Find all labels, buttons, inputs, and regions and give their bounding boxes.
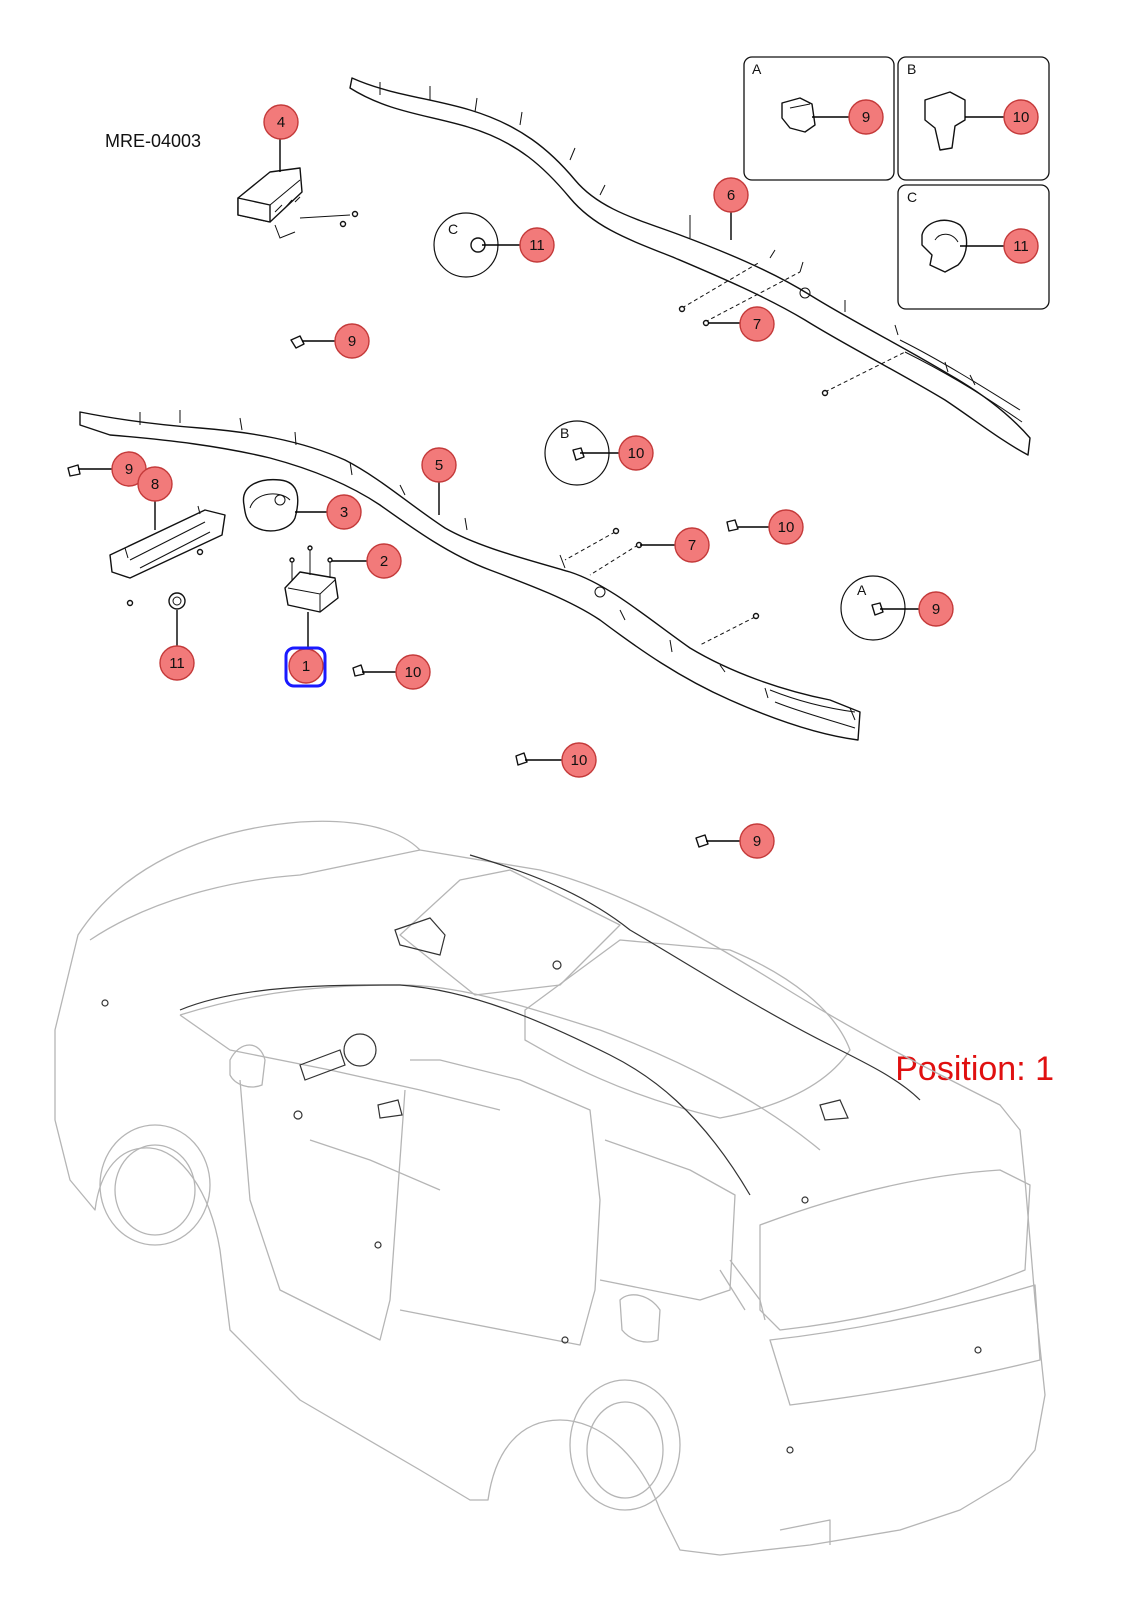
callout-11-detail-c[interactable]: 11 <box>519 227 555 263</box>
bolt-set-upper <box>678 261 906 397</box>
callout-10-lower[interactable]: 10 <box>395 654 431 690</box>
callout-7-upper[interactable]: 7 <box>739 306 775 342</box>
knee-airbag-module[interactable] <box>109 505 226 607</box>
svg-text:2: 2 <box>380 553 388 570</box>
callout-9-inset-a[interactable]: 9 <box>848 99 884 135</box>
sensor-10-lower[interactable] <box>352 664 365 677</box>
detail-letter-a: A <box>857 582 867 598</box>
curtain-airbag-upper[interactable] <box>349 77 1031 456</box>
svg-text:10: 10 <box>778 519 795 536</box>
detail-view-b: B <box>544 420 610 486</box>
detail-view-a: A <box>840 575 906 641</box>
callout-6[interactable]: 6 <box>713 177 749 213</box>
svg-text:9: 9 <box>125 461 133 478</box>
svg-text:10: 10 <box>1013 109 1030 126</box>
svg-text:9: 9 <box>348 333 356 350</box>
callout-3[interactable]: 3 <box>326 494 362 530</box>
svg-text:5: 5 <box>435 457 443 474</box>
callout-1[interactable]: 1 <box>284 646 327 688</box>
sensor-9-left[interactable] <box>67 464 81 477</box>
svg-text:1: 1 <box>302 658 310 675</box>
callout-10-bottom[interactable]: 10 <box>561 742 597 778</box>
callout-10-detail-b[interactable]: 10 <box>618 435 654 471</box>
inset-b: B <box>897 56 1050 181</box>
svg-text:8: 8 <box>151 476 159 493</box>
svg-text:10: 10 <box>405 664 422 681</box>
callout-11-inset-c[interactable]: 11 <box>1003 228 1039 264</box>
curtain-airbag-lower[interactable] <box>79 410 861 741</box>
detail-letter-b: B <box>560 425 569 441</box>
sensor-10-bottom[interactable] <box>515 752 528 766</box>
sensor-9-bottom[interactable] <box>695 834 709 848</box>
svg-text:9: 9 <box>753 833 761 850</box>
callout-9-bottom[interactable]: 9 <box>739 823 775 859</box>
svg-text:7: 7 <box>753 316 761 333</box>
callout-4[interactable]: 4 <box>263 104 299 140</box>
drawing-code: MRE-04003 <box>105 131 202 151</box>
svg-text:3: 3 <box>340 504 348 521</box>
sensor-9-upper[interactable] <box>290 335 305 349</box>
callout-8[interactable]: 8 <box>137 466 173 502</box>
selection-outline <box>284 646 327 688</box>
callout-10-inset-b[interactable]: 10 <box>1003 99 1039 135</box>
inset-letter-a: A <box>752 61 762 77</box>
callout-2[interactable]: 2 <box>366 543 402 579</box>
callout-10-right[interactable]: 10 <box>768 509 804 545</box>
vehicle-outline <box>54 820 1046 1556</box>
callout-11-lower[interactable]: 11 <box>159 645 195 681</box>
callout-9-detail-a[interactable]: 9 <box>918 591 954 627</box>
svg-text:4: 4 <box>277 114 285 131</box>
bolt-set-lower <box>564 527 760 646</box>
clock-spring-11[interactable] <box>168 592 186 610</box>
svg-text:10: 10 <box>628 445 645 462</box>
sensor-10-right[interactable] <box>726 519 739 532</box>
svg-text:11: 11 <box>1013 238 1029 255</box>
driver-airbag-module[interactable] <box>242 478 299 532</box>
svg-text:11: 11 <box>169 655 185 672</box>
callout-5[interactable]: 5 <box>421 447 457 483</box>
svg-text:7: 7 <box>688 537 696 554</box>
detail-view-c: C <box>433 212 499 278</box>
inset-letter-c: C <box>907 189 917 205</box>
svg-text:9: 9 <box>932 601 940 618</box>
inset-letter-b: B <box>907 61 916 77</box>
leader-lines <box>78 116 1004 842</box>
svg-text:10: 10 <box>571 752 588 769</box>
svg-text:6: 6 <box>727 187 735 204</box>
passenger-airbag-module[interactable] <box>237 167 359 239</box>
callout-7-lower[interactable]: 7 <box>674 527 710 563</box>
svg-text:11: 11 <box>529 237 545 254</box>
position-label: Position: 1 <box>895 1050 1054 1088</box>
svg-text:9: 9 <box>862 109 870 126</box>
callout-9-upper[interactable]: 9 <box>334 323 370 359</box>
inset-a: A <box>743 56 895 181</box>
detail-letter-c: C <box>448 221 458 237</box>
airbag-control-unit[interactable] <box>284 545 339 613</box>
inset-c: C <box>897 184 1050 310</box>
